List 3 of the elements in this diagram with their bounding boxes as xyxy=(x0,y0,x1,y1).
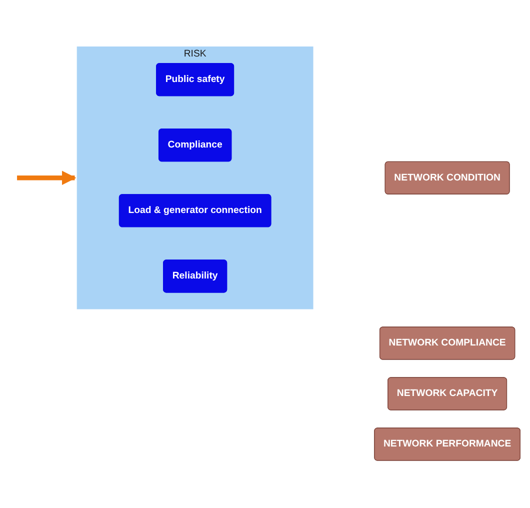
diagram: RISK Public safety Compliance Load & generator connection Reliability NETWORK CONDITION NETWORK COMPLIANCE NETWORK CAPACITY NETWORK PERFORMANCE xyxy=(5,42,525,466)
cluster xyxy=(76,46,314,310)
arrow xyxy=(17,171,76,186)
